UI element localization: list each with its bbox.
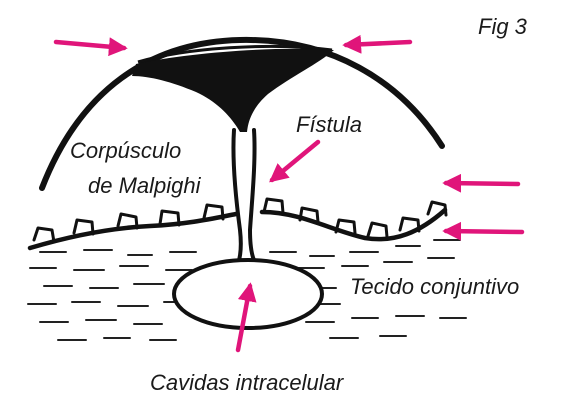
fistula-canal bbox=[233, 130, 256, 264]
figure-label: Fig 3 bbox=[478, 16, 527, 38]
arrow-dome-right bbox=[346, 42, 410, 45]
label-corpusculo-line2: de Malpighi bbox=[88, 175, 201, 197]
label-corpusculo-line1: Corpúsculo bbox=[70, 140, 181, 162]
arrow-epithelium-lower bbox=[446, 231, 522, 232]
arrow-dome-left bbox=[56, 42, 124, 48]
label-tecido-conjuntivo: Tecido conjuntivo bbox=[350, 276, 519, 298]
label-fistula: Fístula bbox=[296, 114, 362, 136]
arrow-fistula bbox=[272, 142, 318, 180]
arrow-epithelium-upper bbox=[446, 183, 518, 184]
malpighian-corpuscle bbox=[42, 40, 442, 188]
label-cavidas-intracelular: Cavidas intracelular bbox=[150, 372, 343, 394]
